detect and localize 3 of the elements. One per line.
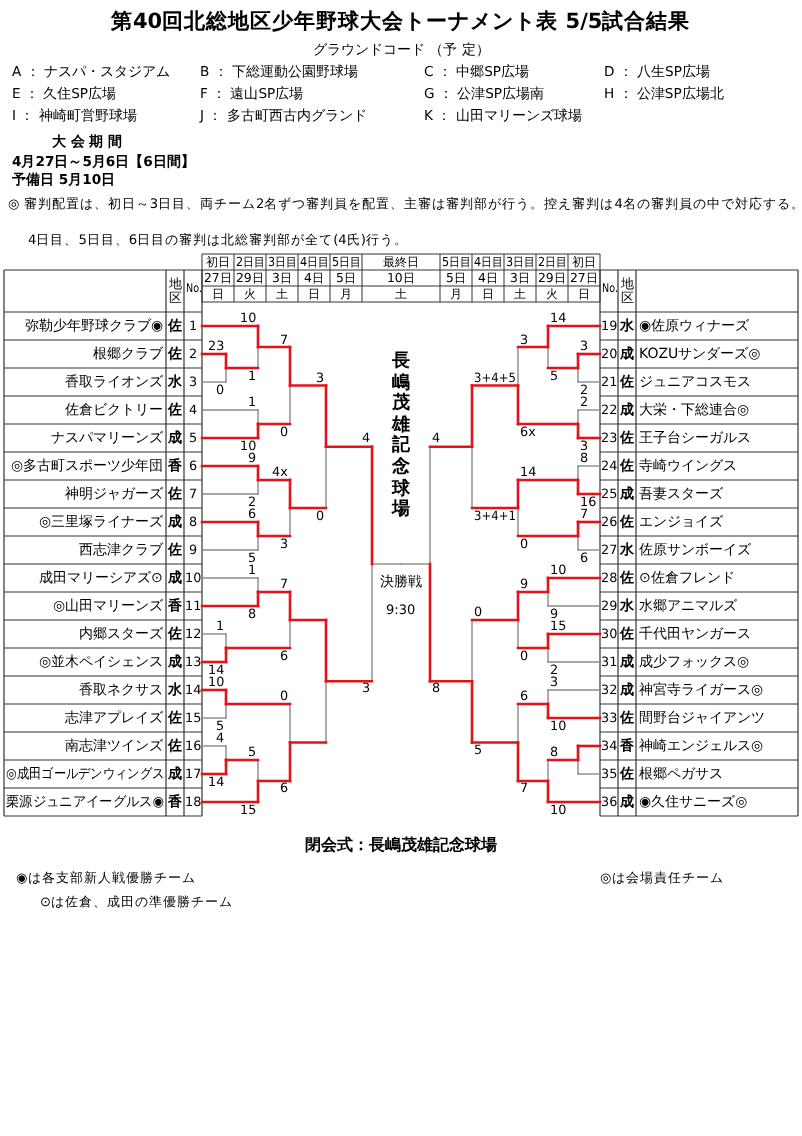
venue-label: 長嶋茂雄記念球場 xyxy=(392,352,410,522)
closing-ceremony-note: 閉会式：長嶋茂雄記念球場 xyxy=(305,836,497,855)
diagram-title: 第40回北総地区少年野球大会トーナメント表 5/5試合結果 xyxy=(111,10,691,35)
